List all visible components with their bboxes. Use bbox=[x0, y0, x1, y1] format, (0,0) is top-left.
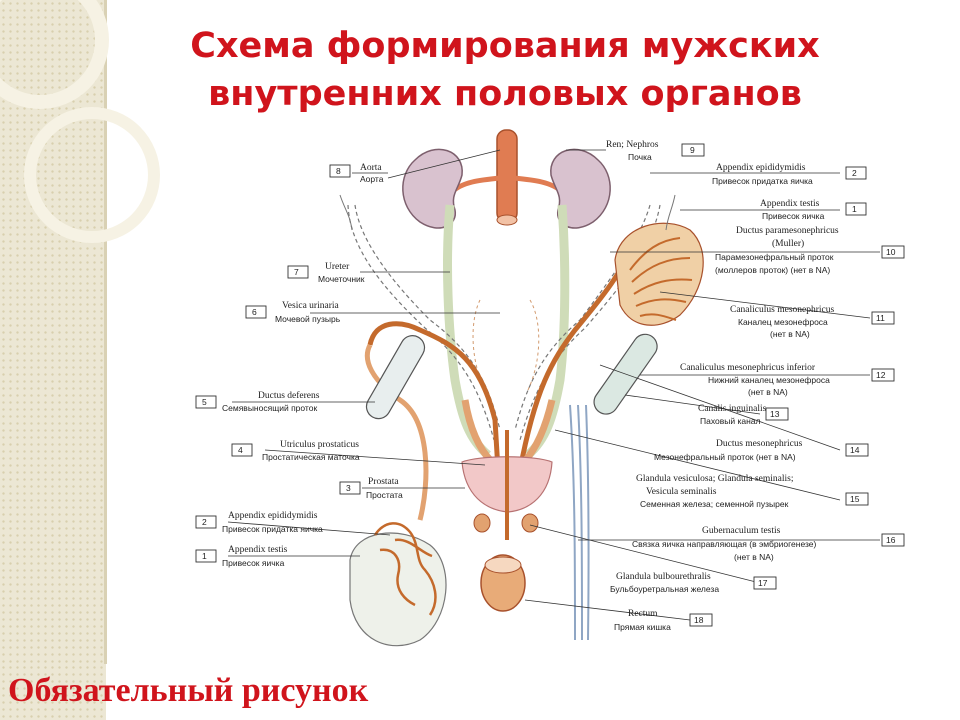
bulbourethral-gland-left bbox=[473, 513, 491, 533]
label-12-latin: Canaliculus mesonephricus inferior bbox=[680, 362, 816, 373]
label-2-right-russian: Привесок придатка яичка bbox=[712, 176, 813, 186]
label-12-russian-2: (нет в NA) bbox=[748, 387, 788, 397]
label-5-latin: Ductus deferens bbox=[258, 390, 320, 401]
label-1-left-russian: Привесок яичка bbox=[222, 558, 285, 568]
bulbourethral-gland-right bbox=[521, 513, 539, 533]
label-12-russian-1: Нижний каналец мезонефроса bbox=[708, 375, 830, 385]
label-13-latin: Canalis inguinalis bbox=[698, 404, 767, 414]
label-1-right-latin: Appendix testis bbox=[760, 199, 820, 209]
footer-caption: Обязательный рисунок bbox=[8, 672, 369, 709]
label-9-latin: Ren; Nephros bbox=[606, 140, 659, 150]
label-4-russian: Простатическая маточка bbox=[262, 452, 360, 462]
label-15-latin-1: Glandula vesiculosa; Glandula seminalis; bbox=[636, 474, 794, 484]
label-num-10: 10 bbox=[886, 247, 896, 257]
label-2-left-russian: Привесок придатка яичка bbox=[222, 524, 323, 534]
label-num-2-left: 2 bbox=[202, 517, 207, 527]
label-15-latin-2: Vesicula seminalis bbox=[646, 487, 717, 497]
label-4-latin: Utriculus prostaticus bbox=[280, 440, 359, 450]
label-16-latin: Gubernaculum testis bbox=[702, 526, 781, 536]
label-num-5: 5 bbox=[202, 397, 207, 407]
mesonephros-right bbox=[614, 222, 704, 326]
label-num-6: 6 bbox=[252, 307, 257, 317]
label-9-russian: Почка bbox=[628, 152, 652, 162]
label-num-2-right: 2 bbox=[852, 168, 857, 178]
label-6-russian: Мочевой пузырь bbox=[275, 314, 341, 324]
label-7-latin: Ureter bbox=[325, 262, 350, 272]
gubernaculum-strands bbox=[569, 404, 590, 641]
label-num-3: 3 bbox=[346, 483, 351, 493]
label-3-latin: Prostata bbox=[368, 477, 399, 487]
label-17-russian: Бульбоуретральная железа bbox=[610, 584, 719, 594]
label-6-latin: Vesica urinaria bbox=[282, 301, 339, 311]
label-11-latin: Canaliculus mesonephricus bbox=[730, 305, 835, 315]
label-10-latin-2: (Muller) bbox=[772, 238, 804, 249]
aorta-end bbox=[496, 214, 518, 226]
title-line-1: Схема формирования мужских bbox=[190, 26, 820, 66]
slide-title: Схема формирования мужских внутренних по… bbox=[110, 22, 900, 118]
rectum-lumen bbox=[484, 556, 522, 574]
label-5-russian: Семявыносящий проток bbox=[222, 403, 317, 413]
paramesonephric-duct-right-2 bbox=[519, 204, 661, 441]
decor-ring-1 bbox=[0, 0, 109, 109]
label-num-11: 11 bbox=[876, 313, 885, 323]
epididymis-tubules-left bbox=[373, 522, 437, 616]
label-num-14: 14 bbox=[850, 445, 860, 455]
label-3-russian: Простата bbox=[366, 490, 403, 500]
label-13-russian: Паховый канал bbox=[700, 416, 761, 426]
leader-lines bbox=[227, 149, 880, 621]
inguinal-canal-left bbox=[365, 335, 426, 420]
label-2-right-latin: Appendix epididymidis bbox=[716, 163, 806, 173]
ductus-deferens-left bbox=[367, 321, 501, 471]
label-num-1-right: 1 bbox=[852, 204, 857, 214]
decorative-bottom-strip bbox=[0, 664, 106, 720]
label-num-18: 18 bbox=[694, 615, 704, 625]
label-num-4: 4 bbox=[238, 445, 243, 455]
ductus-deferens-left-lower bbox=[364, 343, 429, 521]
label-8-russian: Аорта bbox=[360, 174, 384, 184]
label-7-russian: Мочеточник bbox=[318, 274, 365, 284]
label-16-russian-2: (нет в NA) bbox=[734, 552, 774, 562]
label-num-7: 7 bbox=[294, 267, 299, 277]
label-14-russian: Мезонефральный проток (нет в NA) bbox=[654, 452, 796, 462]
paramesonephric-duct-left-2 bbox=[347, 204, 495, 441]
mesonephric-tubules-right bbox=[629, 237, 693, 321]
appendix-testis-left-shape bbox=[339, 194, 353, 231]
label-1-right-russian: Привесок яичка bbox=[762, 211, 825, 221]
label-num-1-left: 1 bbox=[202, 551, 207, 561]
decor-ring-2 bbox=[24, 107, 160, 243]
label-17-latin: Glandula bulbourethralis bbox=[616, 572, 711, 582]
label-num-17: 17 bbox=[758, 578, 768, 588]
label-11-russian-2: (нет в NA) bbox=[770, 329, 810, 339]
label-14-latin: Ductus mesonephricus bbox=[716, 439, 803, 449]
label-num-13: 13 bbox=[770, 409, 780, 419]
title-line-2: внутренних половых органов bbox=[208, 74, 802, 114]
label-num-12: 12 bbox=[876, 370, 886, 380]
label-10-latin-1: Ductus paramesonephricus bbox=[736, 226, 839, 236]
label-11-russian-1: Каналец мезонефроса bbox=[738, 317, 828, 327]
label-18-latin: Rectum bbox=[628, 609, 658, 619]
label-10-russian-1: Парамезонефральный проток bbox=[715, 252, 834, 262]
label-18-russian: Прямая кишка bbox=[614, 622, 671, 632]
label-1-left-latin: Appendix testis bbox=[228, 545, 288, 555]
label-16-russian-1: Связка яичка направляющая (в эмбриогенез… bbox=[632, 539, 817, 549]
label-num-8: 8 bbox=[336, 166, 341, 176]
label-10-russian-2: (моллеров проток) (нет в NA) bbox=[715, 265, 830, 275]
label-8-latin: Aorta bbox=[360, 163, 382, 173]
label-num-16: 16 bbox=[886, 535, 896, 545]
label-num-15: 15 bbox=[850, 494, 860, 504]
aorta bbox=[496, 129, 518, 223]
sidebar-border bbox=[104, 0, 107, 664]
appendix-testis-right-shape bbox=[665, 194, 676, 231]
paramesonephric-duct-left bbox=[354, 204, 501, 431]
label-num-9: 9 bbox=[690, 145, 695, 155]
label-15-russian: Семенная железа; семенной пузырек bbox=[640, 499, 789, 509]
label-2-left-latin: Appendix epididymidis bbox=[228, 511, 318, 521]
number-boxes bbox=[195, 143, 905, 627]
bladder-outline bbox=[472, 299, 540, 391]
